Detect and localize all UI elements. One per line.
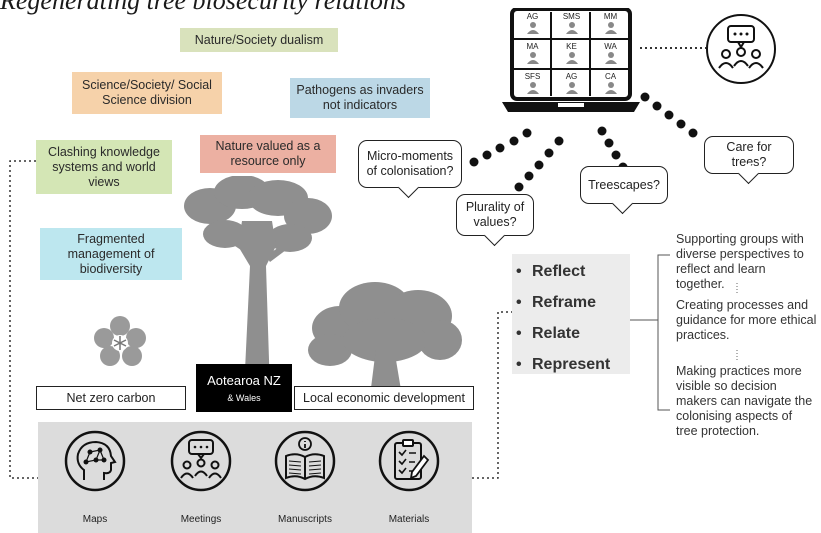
method-maps: Maps	[50, 430, 140, 530]
dot-chain-plurality	[514, 136, 564, 192]
participant-initials: KE	[566, 42, 577, 51]
method-materials: Materials	[364, 430, 454, 530]
tag-fragmented-text: Fragmented management of biodiversity	[67, 231, 155, 276]
outcome-2: Creating processes and guidance for more…	[672, 296, 821, 348]
action-item-reflect: Reflect	[516, 256, 630, 287]
participant-initials: SMS	[562, 12, 581, 21]
laptop-participant-tile: AG	[556, 72, 587, 98]
participant-initials: MA	[526, 42, 539, 51]
laptop-participant-tile: KE	[556, 42, 587, 68]
action-item-relate: Relate	[516, 318, 630, 349]
tag-clashing-text: Clashing knowledge systems and world vie…	[48, 144, 160, 189]
laptop-participant-tile: MA	[517, 42, 548, 68]
dot-chain-care	[640, 92, 698, 138]
label-net-zero-text: Net zero carbon	[66, 391, 156, 405]
method-manuscripts-label: Manuscripts	[278, 514, 332, 525]
bubble-plurality-text: Plurality of values?	[465, 200, 525, 229]
meeting-people-icon	[170, 430, 232, 492]
participant-initials: CA	[604, 72, 617, 81]
tag-pathogens: Pathogens as invaders not indicators	[290, 78, 430, 118]
pathogen-icon	[94, 316, 146, 366]
participant-initials: AG	[565, 72, 578, 81]
person-icon	[604, 82, 617, 94]
laptop-participant-tile: SMS	[556, 12, 587, 38]
label-net-zero: Net zero carbon	[36, 386, 186, 410]
tag-nature-society-text: Nature/Society dualism	[194, 32, 324, 47]
open-book-icon	[274, 430, 336, 492]
bubble-treescapes-text: Treescapes?	[588, 177, 660, 192]
person-icon	[565, 22, 578, 34]
person-icon	[526, 22, 539, 34]
laptop-participant-tile: MM	[595, 12, 626, 38]
outcome-1: Supporting groups with diverse perspecti…	[672, 230, 821, 291]
bubble-micro-moments-text: Micro-moments of colonisation?	[366, 149, 454, 178]
label-aotearoa-text: Aotearoa NZ	[207, 373, 281, 388]
person-icon	[565, 82, 578, 94]
actions-panel: Reflect Reframe Relate Represent	[512, 254, 630, 380]
bubble-care-text: Care for trees?	[726, 140, 772, 169]
tag-science-division: Science/Society/ Social Science division	[72, 72, 222, 114]
method-meetings: Meetings	[156, 430, 246, 530]
bubble-plurality: Plurality of values?	[456, 194, 534, 247]
tag-pathogens-text: Pathogens as invaders not indicators	[296, 83, 424, 112]
bubble-care: Care for trees?	[704, 136, 794, 185]
action-item-represent: Represent	[516, 349, 630, 380]
meeting-people-icon	[706, 14, 776, 84]
participant-initials: SFS	[524, 72, 541, 81]
laptop-participant-tile: WA	[595, 42, 626, 68]
bubble-treescapes: Treescapes?	[580, 166, 668, 215]
person-icon	[526, 82, 539, 94]
tag-nature-society: Nature/Society dualism	[180, 28, 338, 52]
tag-science-division-text: Science/Society/ Social Science division	[82, 78, 212, 107]
method-manuscripts: Manuscripts	[260, 430, 350, 530]
laptop-participant-tile: SFS	[517, 72, 548, 98]
left-bracket-line	[9, 160, 38, 479]
laptop-participant-tile: AG	[517, 12, 548, 38]
laptop-participant-tile: CA	[595, 72, 626, 98]
page-title: Regenerating tree biosecurity relations	[0, 0, 407, 15]
tag-fragmented: Fragmented management of biodiversity	[40, 228, 182, 280]
label-local-econ-text: Local economic development	[303, 391, 465, 405]
bubble-micro-moments: Micro-moments of colonisation?	[358, 140, 462, 199]
method-meetings-label: Meetings	[180, 514, 222, 525]
action-item-reframe: Reframe	[516, 287, 630, 318]
oak-tree-icon	[308, 282, 462, 396]
method-materials-label: Materials	[388, 514, 430, 525]
clipboard-pencil-icon	[378, 430, 440, 492]
methods-bar: Maps Meetings Manuscripts	[38, 422, 472, 533]
tag-nature-resource: Nature valued as a resource only	[200, 135, 336, 173]
person-icon	[604, 22, 617, 34]
kauri-tree-icon	[184, 176, 332, 391]
dot-chain-treescapes	[597, 126, 628, 172]
label-local-econ: Local economic development	[294, 386, 474, 410]
tag-clashing: Clashing knowledge systems and world vie…	[36, 140, 172, 194]
participant-initials: WA	[604, 42, 617, 51]
label-aotearoa: Aotearoa NZ & Wales	[196, 364, 292, 412]
person-icon	[526, 52, 539, 64]
laptop-icon: AG SMS MM MA KE WA SFS AG CA	[500, 8, 642, 114]
participant-initials: MM	[603, 12, 618, 21]
tag-nature-resource-text: Nature valued as a resource only	[215, 139, 321, 168]
outcomes-bracket	[657, 254, 670, 411]
person-icon	[565, 52, 578, 64]
person-icon	[604, 52, 617, 64]
dot-chain-micro	[469, 128, 532, 167]
participant-initials: AG	[526, 12, 539, 21]
head-network-icon	[64, 430, 126, 492]
outcome-3: Making practices more visible so decisio…	[672, 362, 821, 452]
label-wales-text: & Wales	[227, 393, 261, 403]
method-maps-label: Maps	[82, 514, 108, 525]
right-bracket-line	[472, 311, 512, 479]
